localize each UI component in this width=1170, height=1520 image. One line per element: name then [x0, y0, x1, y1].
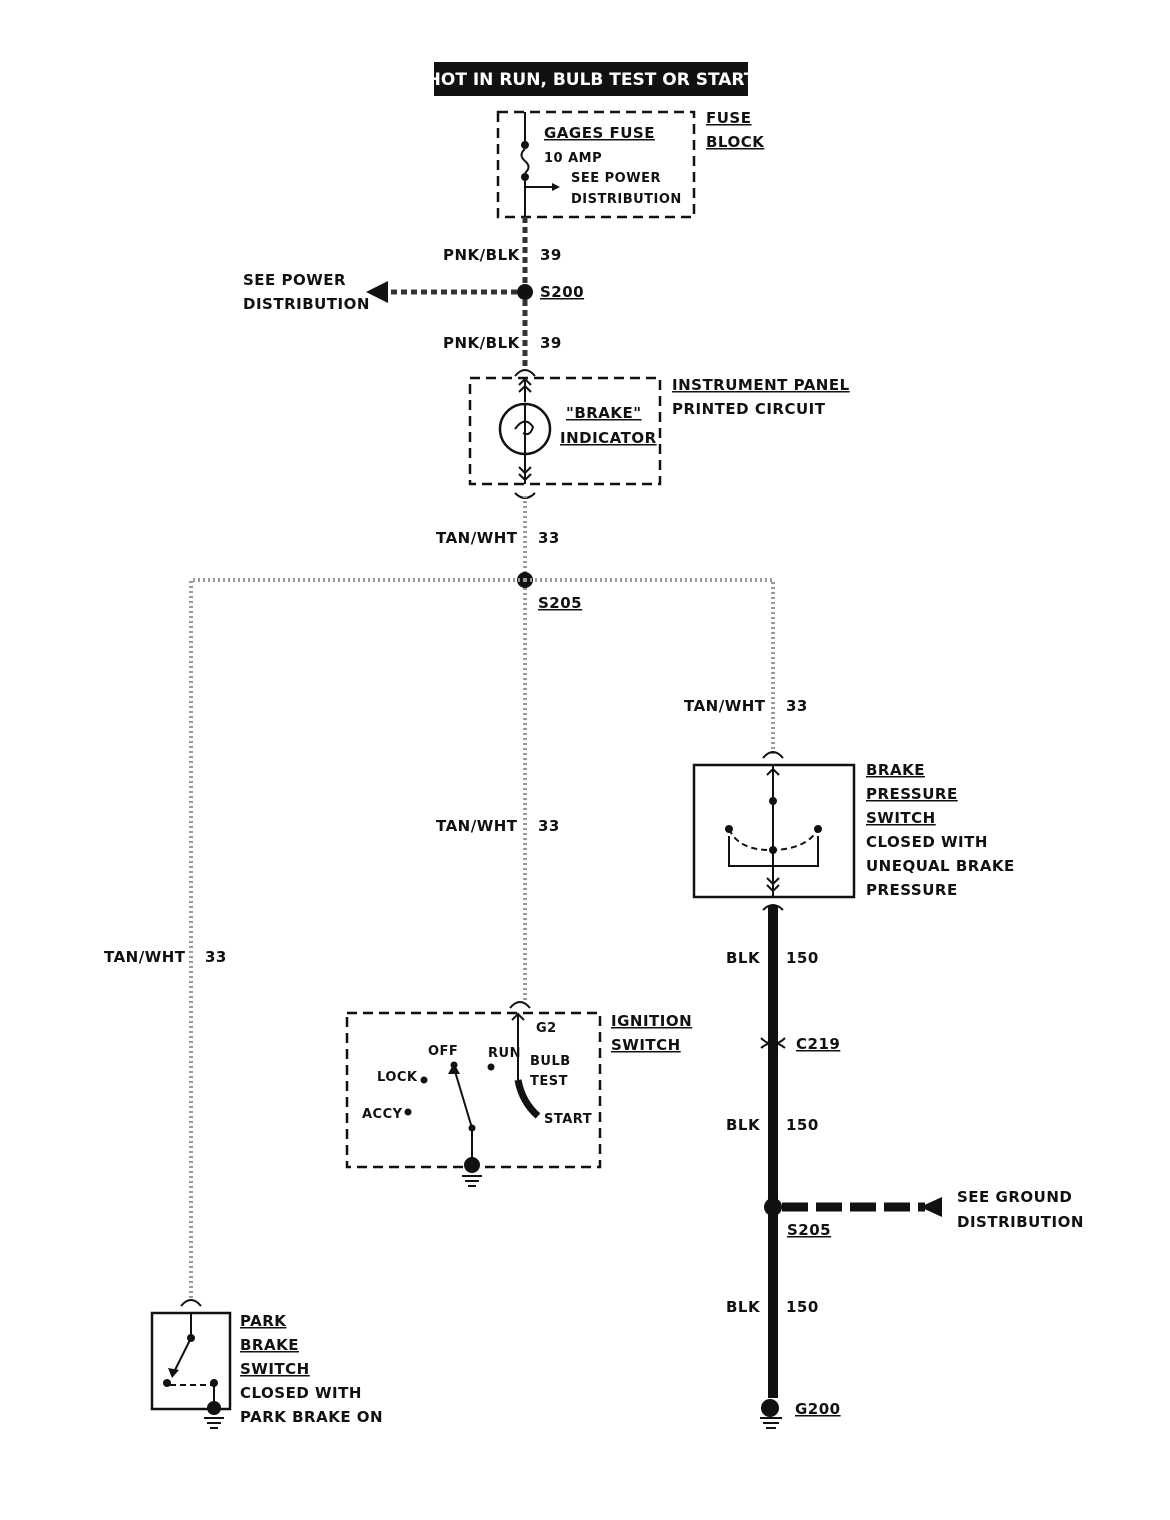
bps-line3: SWITCH [866, 809, 936, 827]
wire-color-blk-3: BLK [726, 1298, 761, 1316]
ground-g200-icon [760, 1417, 782, 1429]
start-contact-icon [514, 1079, 541, 1119]
pbs-line3: SWITCH [240, 1360, 310, 1378]
bps-line4: CLOSED WITH [866, 833, 988, 851]
ignition-switch-box [345, 1011, 602, 1169]
switch-pointer-icon [448, 1063, 460, 1074]
wire-color-pnk-blk-2: PNK/BLK [443, 334, 521, 352]
connector-icon [509, 1001, 531, 1009]
wire-color-blk-2: BLK [726, 1116, 761, 1134]
ground-dist-line1: SEE GROUND [957, 1188, 1072, 1206]
brake-indicator-1: "BRAKE" [566, 404, 642, 422]
switch-contacts-icon [728, 828, 819, 852]
wire-ckt-150-3: 150 [786, 1298, 819, 1316]
splice-s205-ground [764, 1198, 782, 1216]
connector-icon [514, 369, 536, 377]
fuse-block-label-1: FUSE [706, 109, 751, 127]
park-brake-ground-icon [204, 1417, 224, 1429]
wire-ckt-33-center: 33 [538, 817, 560, 835]
fuse-icon [520, 148, 530, 174]
bps-line5: UNEQUAL BRAKE [866, 857, 1015, 875]
fuse-block-label-2: BLOCK [706, 133, 765, 151]
connector-c219-icon [760, 1037, 786, 1049]
ignition-bulb-1: BULB [530, 1054, 571, 1069]
wire-color-tan-wht-1: TAN/WHT [436, 529, 518, 547]
connector-icon [762, 751, 784, 759]
wire-ckt-39-1: 39 [540, 246, 562, 264]
header-text: HOT IN RUN, BULB TEST OR START [427, 70, 756, 90]
bps-line1: BRAKE [866, 761, 925, 779]
power-dist-arrow-icon [366, 281, 388, 303]
wire-ckt-33-1: 33 [538, 529, 560, 547]
wire-ckt-39-2: 39 [540, 334, 562, 352]
ignition-bulb-2: TEST [530, 1074, 568, 1089]
ground-g200-label: G200 [795, 1400, 841, 1418]
pbs-line4: CLOSED WITH [240, 1384, 362, 1402]
wire-tan-wht-left [189, 578, 525, 1300]
power-dist-line1: SEE POWER [243, 271, 346, 289]
instrument-panel-label-2: PRINTED CIRCUIT [672, 400, 826, 418]
ignition-off: OFF [428, 1044, 458, 1059]
wire-tan-wht-right [525, 578, 775, 756]
ignition-terminal-g2: G2 [536, 1021, 557, 1036]
instrument-panel-box [468, 376, 662, 486]
wire-color-pnk-blk-1: PNK/BLK [443, 246, 521, 264]
wire-color-blk-1: BLK [726, 949, 761, 967]
pbs-line2: BRAKE [240, 1336, 299, 1354]
ignition-start: START [544, 1112, 592, 1127]
ground-g200-dot [761, 1399, 779, 1417]
ignition-switch-label-2: SWITCH [611, 1036, 681, 1054]
connector-icon [180, 1299, 202, 1307]
ignition-lock: LOCK [377, 1070, 418, 1085]
header-banner [434, 62, 748, 96]
connector-c219-label: C219 [796, 1035, 840, 1053]
wire-color-tan-wht-left: TAN/WHT [104, 948, 186, 966]
bps-line2: PRESSURE [866, 785, 958, 803]
fuse-block-box [496, 110, 696, 219]
fuse-see-power-1: SEE POWER [571, 171, 661, 186]
wire-ckt-150-1: 150 [786, 949, 819, 967]
pbs-line5: PARK BRAKE ON [240, 1408, 383, 1426]
brake-indicator-2: INDICATOR [560, 429, 657, 447]
wire-ckt-33-right: 33 [786, 697, 808, 715]
fuse-rating: 10 AMP [544, 151, 602, 166]
ignition-run: RUN [488, 1046, 521, 1061]
ground-dist-arrow-icon [920, 1197, 942, 1217]
arrow-icon [552, 183, 560, 191]
switch-pointer-icon [168, 1368, 179, 1378]
ignition-accy: ACCY [362, 1107, 403, 1122]
pbs-line1: PARK [240, 1312, 287, 1330]
wire-ckt-33-left: 33 [205, 948, 227, 966]
gages-fuse-label: GAGES FUSE [544, 124, 655, 142]
fuse-see-power-2: DISTRIBUTION [571, 192, 682, 207]
power-dist-line2: DISTRIBUTION [243, 295, 370, 313]
splice-s200 [517, 284, 533, 300]
instrument-panel-label-1: INSTRUMENT PANEL [672, 376, 850, 394]
wire-color-tan-wht-center: TAN/WHT [436, 817, 518, 835]
ignition-ground-icon [462, 1175, 482, 1187]
splice-s205-label: S205 [538, 594, 582, 612]
ground-dist-line2: DISTRIBUTION [957, 1213, 1084, 1231]
wire-color-tan-wht-right: TAN/WHT [684, 697, 766, 715]
wire-ckt-150-2: 150 [786, 1116, 819, 1134]
ignition-switch-label-1: IGNITION [611, 1012, 692, 1030]
splice-s200-label: S200 [540, 283, 584, 301]
splice-s205-ground-label: S205 [787, 1221, 831, 1239]
bps-line6: PRESSURE [866, 881, 958, 899]
